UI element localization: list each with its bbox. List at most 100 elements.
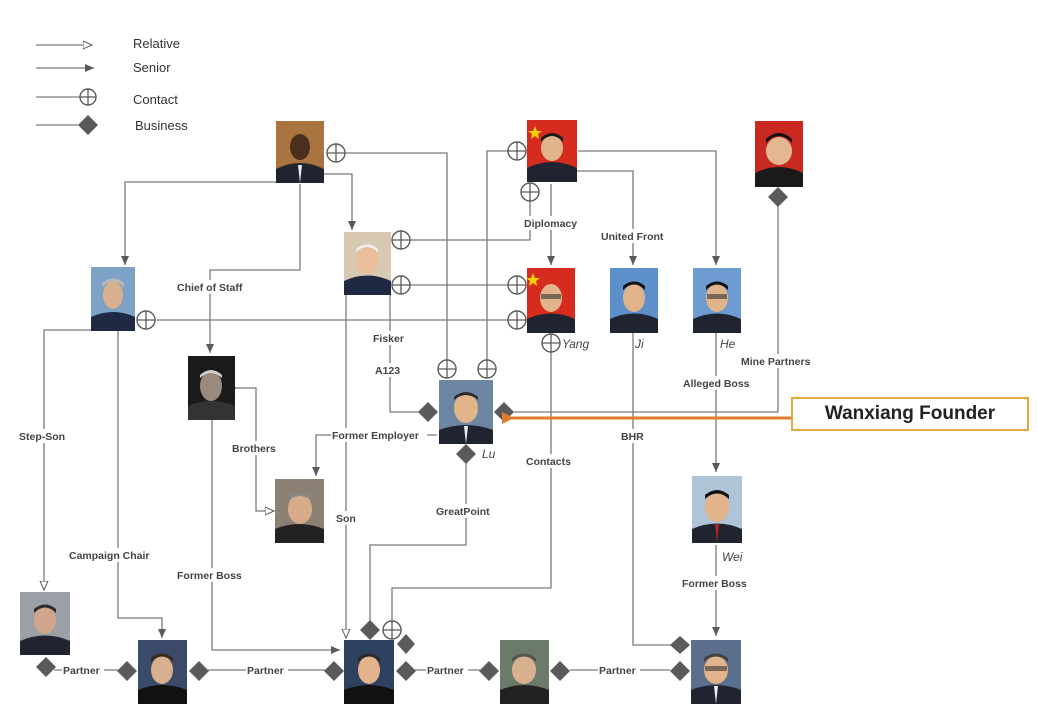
contact-circle-icon: [520, 182, 540, 202]
business-diamond-icon: [670, 661, 690, 681]
contact-circle-icon: [507, 275, 527, 295]
person-node[interactable]: [276, 121, 324, 183]
person-portrait-icon: [439, 380, 493, 444]
wanxiang-founder-callout: Wanxiang Founder: [791, 397, 1029, 431]
person-portrait-icon: [692, 476, 742, 543]
person-node[interactable]: [691, 640, 741, 704]
person-portrait-icon: [610, 268, 658, 333]
business-diamond-icon: [396, 661, 416, 681]
business-diamond-icon: [456, 444, 476, 464]
contact-circle-icon: [391, 275, 411, 295]
edge-label-partner: Partner: [247, 665, 284, 677]
edge-label-son: Son: [336, 513, 356, 525]
business-diamond-icon: [418, 402, 438, 422]
business-diamond-icon: [397, 634, 415, 654]
person-portrait-icon: [276, 121, 324, 183]
business-diamond-icon: [479, 661, 499, 681]
legend-item-contact: Contact: [36, 88, 178, 107]
person-node[interactable]: [344, 232, 391, 295]
person-portrait-icon: [138, 640, 187, 704]
contact-circle-icon: [541, 333, 561, 353]
person-node[interactable]: [275, 479, 324, 543]
person-portrait-icon: [527, 120, 577, 182]
legend-label: Business: [135, 118, 188, 133]
edge-label-step-son: Step-Son: [19, 431, 65, 443]
edge-label-campaign-chair: Campaign Chair: [69, 550, 150, 562]
legend-item-senior: Senior: [36, 60, 171, 75]
person-node[interactable]: [91, 267, 135, 331]
edge-label-partner: Partner: [63, 665, 100, 677]
person-portrait-icon: [755, 121, 803, 187]
edge-label-partner: Partner: [427, 665, 464, 677]
edge-label-brothers: Brothers: [232, 443, 276, 455]
edge-label-contacts: Contacts: [526, 456, 571, 468]
person-node[interactable]: [692, 476, 742, 543]
edge-label-former-boss: Former Boss: [682, 578, 747, 590]
contact-circle-icon: [136, 310, 156, 330]
edge-label-former-employer: Former Employer: [332, 430, 419, 442]
edge-label-united-front: United Front: [601, 231, 664, 243]
contact-circle-icon: [507, 141, 527, 161]
edges: [44, 150, 779, 671]
edge-label-bhr: BHR: [621, 431, 644, 443]
legend: Relative Senior Contact Business: [36, 36, 188, 135]
edge-label-chief-of-staff: Chief of Staff: [177, 282, 243, 294]
legend-label: Senior: [133, 60, 171, 75]
person-portrait-icon: [691, 640, 741, 704]
business-diamond-icon: [36, 657, 56, 677]
callout-text: Wanxiang Founder: [824, 403, 996, 424]
business-diamond-icon: [360, 620, 380, 640]
business-diamond-icon: [670, 636, 690, 654]
business-diamond-icon: [189, 661, 209, 681]
contact-circle-icon: [437, 359, 457, 379]
legend-label: Relative: [133, 36, 180, 51]
edge-label-fisker: Fisker: [373, 333, 404, 345]
contact-circle-icon: [477, 359, 497, 379]
edge-label-mine-partners: Mine Partners: [741, 356, 811, 368]
contact-circle-icon: [382, 620, 402, 640]
business-diamond-icon: [324, 661, 344, 681]
person-node[interactable]: [138, 640, 187, 704]
contact-circle-icon: [391, 230, 411, 250]
person-portrait-icon: [20, 592, 70, 655]
person-node[interactable]: [755, 121, 803, 187]
person-node[interactable]: [344, 640, 394, 704]
name-captions: Yang Ji He Lu Wei: [482, 337, 743, 564]
person-node[interactable]: [439, 380, 493, 444]
person-node[interactable]: [610, 268, 658, 333]
person-portrait-icon: [526, 268, 575, 333]
person-portrait-icon: [344, 232, 391, 295]
person-name-yang: Yang: [562, 337, 589, 351]
person-portrait-icon: [91, 267, 135, 331]
person-portrait-icon: [275, 479, 324, 543]
contact-circle-icon: [79, 88, 97, 106]
contact-markers: [136, 141, 561, 640]
person-name-he: He: [720, 337, 736, 351]
contact-circle-icon: [507, 310, 527, 330]
legend-item-business: Business: [36, 115, 188, 135]
business-diamond-icon: [78, 115, 98, 135]
business-diamond-icon: [117, 661, 137, 681]
portraits: [20, 120, 803, 704]
edge-label-greatpoint: GreatPoint: [436, 506, 490, 518]
business-diamond-icon: [494, 402, 514, 422]
legend-label: Contact: [133, 92, 178, 107]
business-diamond-icon: [768, 187, 788, 207]
person-node[interactable]: [526, 268, 575, 333]
person-node[interactable]: [500, 640, 549, 704]
person-portrait-icon: [188, 356, 235, 420]
person-portrait-icon: [693, 268, 741, 333]
person-node[interactable]: [527, 120, 577, 182]
person-portrait-icon: [344, 640, 394, 704]
person-node[interactable]: [693, 268, 741, 333]
legend-item-relative: Relative: [36, 36, 180, 51]
contact-circle-icon: [326, 143, 346, 163]
person-portrait-icon: [500, 640, 549, 704]
person-name-wei: Wei: [722, 550, 743, 564]
edge-labels: Diplomacy United Front Chief of Staff Fi…: [18, 216, 818, 677]
person-node[interactable]: [188, 356, 235, 420]
edge-label-former-boss: Former Boss: [177, 570, 242, 582]
edge-label-alleged-boss: Alleged Boss: [683, 378, 750, 390]
person-node[interactable]: [20, 592, 70, 655]
